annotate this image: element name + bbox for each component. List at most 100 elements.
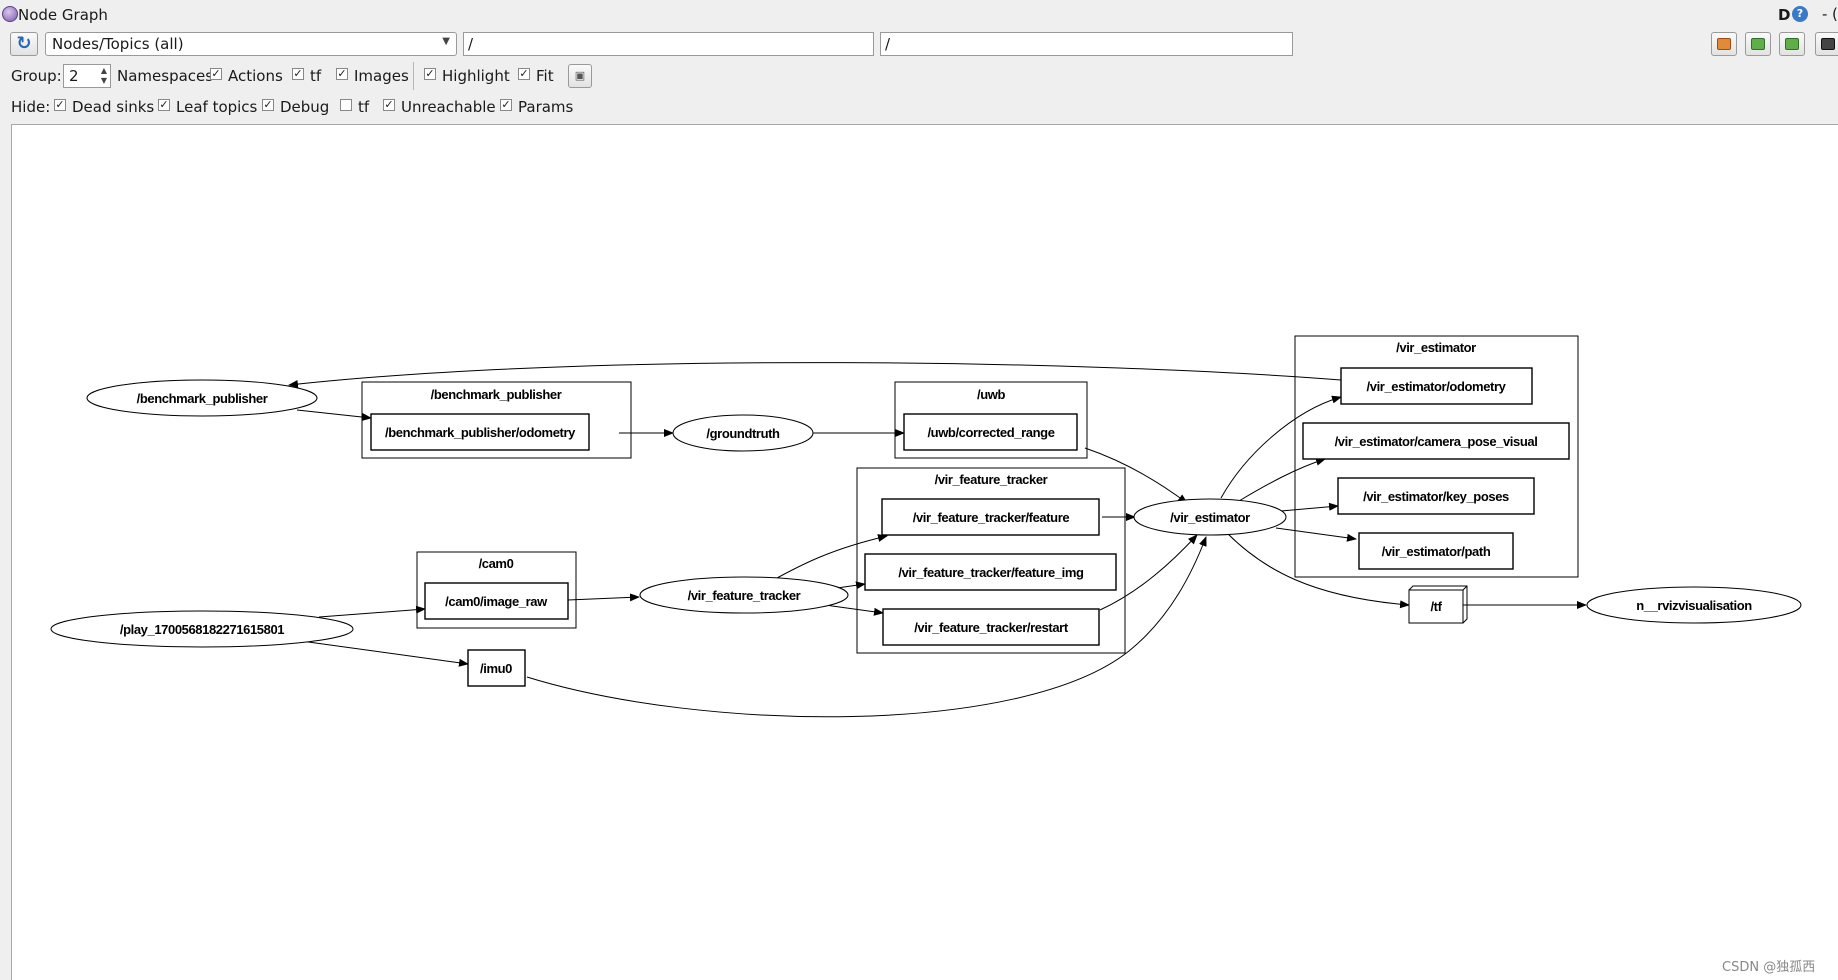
minimize-button[interactable]: - <box>1822 5 1828 23</box>
save-image-icon <box>1821 38 1835 50</box>
save-image-button[interactable] <box>1815 32 1838 56</box>
edge <box>296 409 372 422</box>
graph-canvas[interactable]: /benchmark_publisher /uwb /vir_feature_t… <box>11 124 1838 980</box>
topic-tf[interactable]: /tf <box>1408 585 1468 624</box>
leaf-topics-checkbox[interactable]: ✓ <box>158 98 170 111</box>
params-checkbox[interactable]: ✓ <box>500 98 512 111</box>
topic-tracker-feature[interactable]: /vir_feature_tracker/feature <box>881 498 1100 536</box>
node-groundtruth[interactable]: /groundtruth <box>672 414 814 452</box>
group-label: /vir_feature_tracker <box>935 472 1048 487</box>
hide-label: Hide: <box>11 98 51 116</box>
fit-in-view-button[interactable]: ▣ <box>568 64 592 88</box>
chevron-down-icon: ▼ <box>442 36 450 47</box>
topic-label: /vir_estimator/key_poses <box>1363 489 1509 504</box>
spin-up-icon[interactable]: ▲ <box>100 66 107 75</box>
group-spinbox[interactable]: 2 ▲ ▼ <box>63 64 111 88</box>
node-benchmark-publisher[interactable]: /benchmark_publisher <box>86 379 318 417</box>
node-vir-estimator[interactable]: /vir_estimator <box>1133 498 1287 536</box>
topic-label: /uwb/corrected_range <box>927 425 1054 440</box>
topic-imu0[interactable]: /imu0 <box>467 649 526 687</box>
edge <box>1238 457 1326 502</box>
topic-label: /vir_feature_tracker/feature_img <box>898 565 1084 580</box>
topic-label: /imu0 <box>480 661 512 676</box>
node-graph[interactable]: /benchmark_publisher /uwb /vir_feature_t… <box>12 125 1838 980</box>
debug-label: Debug <box>280 98 330 116</box>
actions-checkbox[interactable]: ✓ <box>292 67 304 80</box>
topic-estimator-path[interactable]: /vir_estimator/path <box>1358 532 1514 570</box>
edge <box>776 534 888 579</box>
topic-tracker-feature-img[interactable]: /vir_feature_tracker/feature_img <box>864 553 1117 591</box>
group-label: /benchmark_publisher <box>431 387 562 402</box>
group-label: /vir_estimator <box>1396 340 1476 355</box>
graph-type-combo[interactable]: Nodes/Topics (all) ▼ <box>45 32 457 56</box>
namespaces-checkbox[interactable]: ✓ <box>210 67 222 80</box>
params-label: Params <box>518 98 574 116</box>
edge <box>1280 502 1339 512</box>
window-extra-control[interactable]: ( <box>1832 5 1838 23</box>
topic-filter-input[interactable]: / <box>880 32 1293 56</box>
topic-label: /vir_feature_tracker/feature <box>913 510 1070 525</box>
graph-type-value: Nodes/Topics (all) <box>52 35 184 53</box>
images-checkbox[interactable]: ✓ <box>336 67 348 80</box>
group-vir-feature-tracker: /vir_feature_tracker <box>856 467 1126 654</box>
app-icon <box>2 6 18 22</box>
spin-down-icon[interactable]: ▼ <box>100 76 107 85</box>
save-dot-button[interactable] <box>1745 32 1771 56</box>
topic-label: /cam0/image_raw <box>445 594 548 609</box>
topic-label: /tf <box>1430 599 1442 614</box>
namespaces-label: Namespaces <box>117 67 214 85</box>
save-svg-button[interactable] <box>1779 32 1805 56</box>
topic-estimator-camera-pose-visual[interactable]: /vir_estimator/camera_pose_visual <box>1302 422 1570 460</box>
topic-tracker-restart[interactable]: /vir_feature_tracker/restart <box>882 608 1100 646</box>
node-play[interactable]: /play_1700568182271615801 <box>50 610 354 648</box>
edge <box>567 593 640 602</box>
topic-label: /vir_feature_tracker/restart <box>914 620 1069 635</box>
topic-label: /vir_estimator/odometry <box>1367 379 1507 394</box>
fit-checkbox[interactable]: ✓ <box>518 67 530 80</box>
group-label: /uwb <box>977 387 1005 402</box>
node-filter-input[interactable]: / <box>463 32 874 56</box>
images-label: Images <box>354 67 409 85</box>
topic-benchmark-odometry[interactable]: /benchmark_publisher/odometry <box>370 413 590 451</box>
window-title: Node Graph <box>18 6 108 24</box>
node-label: /groundtruth <box>706 426 780 441</box>
highlight-checkbox[interactable]: ✓ <box>424 67 436 80</box>
group-cam0: /cam0 <box>416 551 577 629</box>
folder-open-icon <box>1717 38 1731 50</box>
edge <box>318 605 426 618</box>
node-label: /vir_feature_tracker <box>688 588 801 603</box>
fit-view-icon: ▣ <box>574 69 586 82</box>
debug-checkbox[interactable]: ✓ <box>262 98 274 111</box>
dead-sinks-label: Dead sinks <box>72 98 155 116</box>
dead-sinks-checkbox[interactable]: ✓ <box>54 98 66 111</box>
refresh-button[interactable]: ↻ <box>10 32 38 56</box>
node-vir-feature-tracker[interactable]: /vir_feature_tracker <box>639 576 849 614</box>
topic-cam0-image-raw[interactable]: /cam0/image_raw <box>424 582 569 620</box>
topic-label: /vir_estimator/camera_pose_visual <box>1335 434 1538 449</box>
graph-edges <box>288 362 1587 718</box>
edge <box>1226 532 1410 609</box>
group-uwb: /uwb <box>894 381 1088 459</box>
edge <box>288 362 1342 389</box>
node-rviz[interactable]: n__rvizvisualisation <box>1586 586 1802 624</box>
edge <box>836 581 866 590</box>
load-dot-button[interactable] <box>1711 32 1737 56</box>
unreachable-checkbox[interactable]: ✓ <box>383 98 395 111</box>
group-vir-estimator: /vir_estimator <box>1294 335 1579 578</box>
dock-d-button[interactable]: D <box>1778 6 1791 24</box>
highlight-label: Highlight <box>442 67 510 85</box>
refresh-icon: ↻ <box>16 33 32 54</box>
save-svg-icon <box>1785 38 1799 50</box>
node-label: /benchmark_publisher <box>137 391 268 406</box>
edge <box>824 604 884 616</box>
leaf-topics-label: Leaf topics <box>176 98 258 116</box>
topic-uwb-corrected-range[interactable]: /uwb/corrected_range <box>903 413 1078 451</box>
topic-label: /vir_estimator/path <box>1382 544 1491 559</box>
topic-estimator-odometry[interactable]: /vir_estimator/odometry <box>1340 367 1533 405</box>
help-icon[interactable]: ? <box>1792 6 1808 22</box>
toolbar-separator <box>413 62 414 90</box>
edge <box>1084 447 1188 504</box>
topic-estimator-key-poses[interactable]: /vir_estimator/key_poses <box>1337 477 1535 515</box>
actions-label: Actions <box>228 67 283 85</box>
hide-tf-checkbox[interactable] <box>340 99 352 111</box>
